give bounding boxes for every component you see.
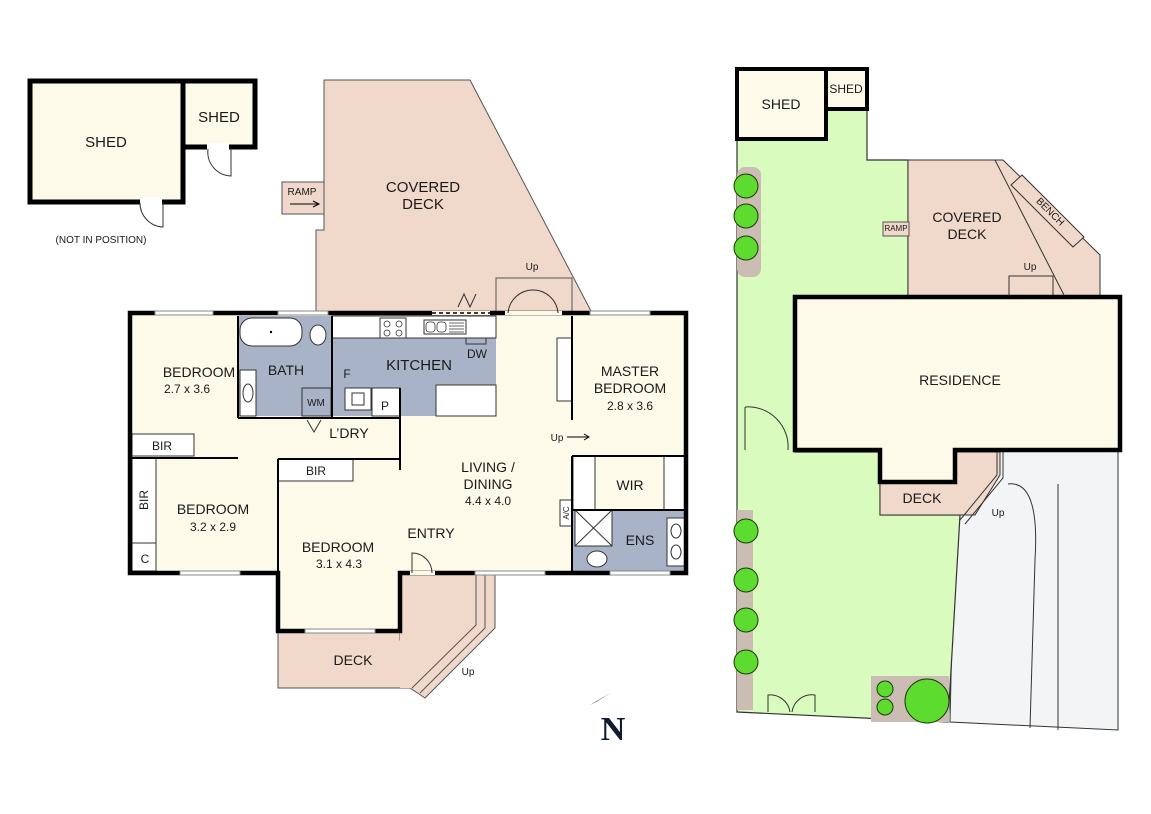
bench bbox=[1010, 174, 1085, 248]
site-deck-label: DECK bbox=[903, 490, 943, 506]
dishwasher-icon bbox=[465, 337, 487, 345]
ramp-label: RAMP bbox=[288, 187, 317, 198]
tree-icon bbox=[904, 678, 950, 724]
north-label: N bbox=[601, 711, 626, 748]
tree-icon bbox=[876, 680, 894, 698]
external-walls bbox=[127, 310, 689, 634]
residence-label: RESIDENCE bbox=[919, 372, 1001, 388]
entry-label: ENTRY bbox=[407, 525, 455, 541]
linen-cupboard bbox=[131, 542, 157, 572]
north-arrow-icon bbox=[590, 692, 612, 705]
shed-door-icon bbox=[139, 202, 164, 228]
laundry-label: L’DRY bbox=[329, 425, 369, 441]
living-size: 4.4 x 4.0 bbox=[465, 494, 511, 508]
bedroom3-label: BEDROOM bbox=[302, 539, 374, 555]
outbuildings: SHED SHED (NOT IN POSITION) bbox=[27, 78, 258, 246]
residence bbox=[792, 294, 1123, 485]
master-label-2: BEDROOM bbox=[594, 380, 666, 396]
toilet-icon bbox=[309, 324, 327, 346]
tree-icon bbox=[733, 649, 759, 675]
bifold-door-icon bbox=[457, 292, 477, 309]
main-floor-plan: RAMP COVERED DECK Up DECK Up BATH bbox=[127, 79, 689, 699]
covered-deck-label-1: COVERED bbox=[386, 179, 460, 196]
ramp-arrow-icon bbox=[290, 200, 321, 208]
site-shed-small-label: SHED bbox=[829, 82, 863, 96]
kitchen-island bbox=[435, 384, 497, 417]
pantry-label: P bbox=[381, 399, 389, 413]
living-label-1: LIVING / bbox=[461, 459, 515, 475]
tree-icon bbox=[733, 518, 759, 544]
dishwasher-label: DW bbox=[467, 347, 488, 361]
french-door-icon bbox=[507, 289, 559, 314]
bedroom1-label: BEDROOM bbox=[163, 364, 235, 380]
entry-door-icon bbox=[411, 552, 433, 574]
tree-icon bbox=[733, 173, 759, 199]
bedroom3-size: 3.1 x 4.3 bbox=[316, 557, 362, 571]
shed-small-label: SHED bbox=[198, 109, 240, 126]
site-shed-small bbox=[824, 67, 869, 111]
site-covered-deck-label-2: DECK bbox=[948, 226, 988, 242]
front-gate-icon bbox=[767, 694, 816, 713]
bir2-label: BIR bbox=[137, 490, 151, 510]
pantry bbox=[371, 387, 401, 417]
shed-large bbox=[27, 78, 186, 205]
front-deck-steps bbox=[411, 575, 486, 694]
site-ramp-label: RAMP bbox=[884, 224, 907, 233]
tree-icon bbox=[733, 567, 759, 593]
interior-walls bbox=[130, 316, 686, 630]
site-deck-up-label: Up bbox=[992, 508, 1005, 519]
shed-door-icon bbox=[207, 148, 232, 177]
master-label-1: MASTER bbox=[601, 363, 659, 379]
covered-deck-label-2: DECK bbox=[402, 196, 444, 213]
master-size: 2.8 x 3.6 bbox=[607, 399, 653, 413]
kitchen-label: KITCHEN bbox=[386, 357, 452, 374]
master-up-label: Up bbox=[551, 433, 564, 444]
front-deck-up-label: Up bbox=[462, 667, 475, 678]
north-arrow: N bbox=[590, 692, 626, 748]
site-up-top-label: Up bbox=[1024, 262, 1037, 273]
ensuite-label: ENS bbox=[626, 532, 655, 548]
cooktop-icon bbox=[379, 317, 407, 339]
shed-large-label: SHED bbox=[85, 134, 127, 151]
washing-machine-label: WM bbox=[307, 398, 325, 409]
wir-label: WIR bbox=[616, 477, 643, 493]
bath-label: BATH bbox=[268, 362, 304, 378]
up-arrow-icon bbox=[567, 433, 590, 441]
kitchen-bench bbox=[331, 315, 497, 339]
bedroom3-extension bbox=[278, 573, 400, 631]
ensuite-toilet-icon bbox=[586, 550, 608, 568]
tree-icon bbox=[876, 698, 894, 716]
site-shed-large-label: SHED bbox=[762, 96, 801, 112]
bir3-label: BIR bbox=[306, 464, 326, 478]
bedroom2-size: 3.2 x 2.9 bbox=[190, 520, 236, 534]
not-in-position-note: (NOT IN POSITION) bbox=[56, 235, 147, 246]
site-covered-deck-label-1: COVERED bbox=[932, 209, 1001, 225]
front-deck-label: DECK bbox=[334, 652, 374, 668]
linen-cupboard-label: C bbox=[141, 552, 150, 566]
living-label-2: DINING bbox=[464, 476, 513, 492]
side-gate-icon bbox=[744, 406, 789, 451]
rear-steps bbox=[495, 277, 573, 314]
bedroom1-size: 2.7 x 3.6 bbox=[164, 382, 210, 396]
tree-icon bbox=[733, 203, 759, 229]
fridge-label: F bbox=[343, 367, 350, 381]
trees bbox=[733, 173, 950, 724]
site-covered-deck bbox=[907, 159, 1101, 298]
ac-label: A/C bbox=[562, 506, 571, 520]
bedroom2-label: BEDROOM bbox=[177, 501, 249, 517]
tree-icon bbox=[733, 607, 759, 633]
windows bbox=[154, 310, 671, 634]
living-cabinet bbox=[556, 337, 573, 402]
tree-icon bbox=[733, 235, 759, 261]
ramp bbox=[281, 181, 325, 215]
site-ramp bbox=[882, 221, 910, 237]
bir1-label: BIR bbox=[152, 439, 172, 453]
rear-up-label: Up bbox=[526, 262, 539, 273]
site-plan: SHED SHED BENCH RAMP Up COVERED DECK DEC… bbox=[733, 67, 1123, 731]
